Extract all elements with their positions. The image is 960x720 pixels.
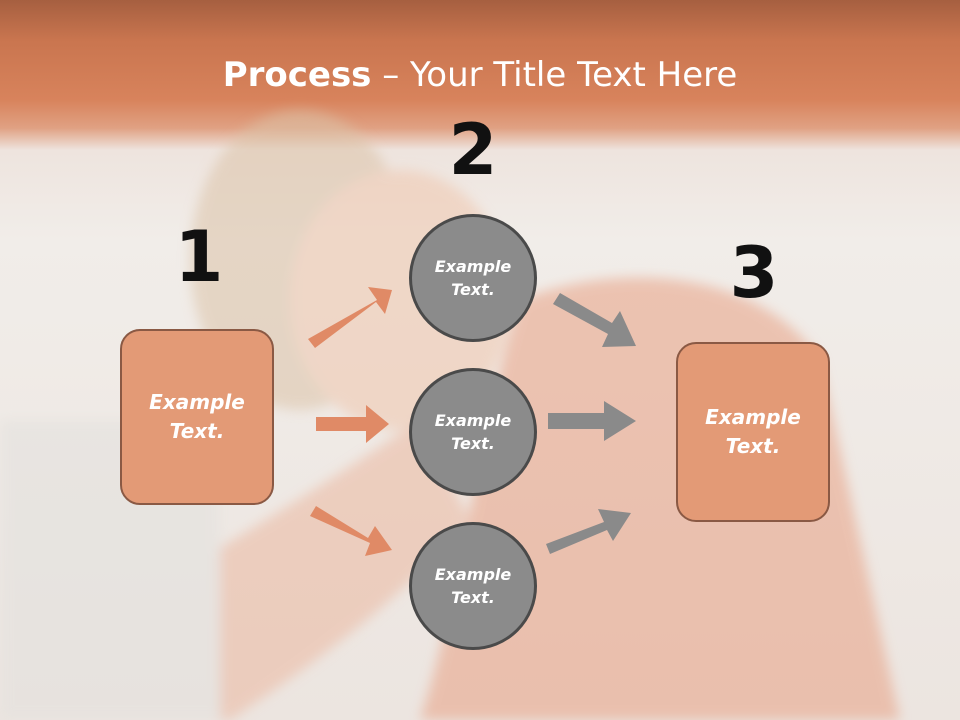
slide-title: Process – Your Title Text Here [0, 52, 960, 98]
step-number-1: 1 [174, 216, 224, 298]
left-box-label: Example Text. [149, 390, 245, 443]
circle-middle-label: Example Text. [434, 411, 512, 453]
arrow-orange-bottom [310, 506, 392, 556]
circle-top: Example Text. [409, 214, 537, 342]
arrow-orange-middle [316, 405, 389, 443]
circle-middle: Example Text. [409, 368, 537, 496]
circle-bottom: Example Text. [409, 522, 537, 650]
arrow-gray-middle [548, 401, 636, 441]
title-rest: – Your Title Text Here [371, 55, 738, 95]
right-box: Example Text. [676, 342, 830, 522]
title-bold-part: Process [222, 55, 372, 95]
circle-top-label: Example Text. [434, 257, 512, 299]
step-number-3: 3 [729, 232, 779, 314]
right-box-label: Example Text. [705, 405, 801, 458]
bg-arm-shape [160, 420, 470, 720]
arrow-gray-top [553, 293, 636, 347]
circle-bottom-label: Example Text. [434, 565, 512, 607]
arrow-orange-top [308, 287, 392, 348]
left-box: Example Text. [120, 329, 274, 505]
arrow-gray-bottom [546, 509, 631, 554]
step-number-2: 2 [448, 109, 498, 191]
